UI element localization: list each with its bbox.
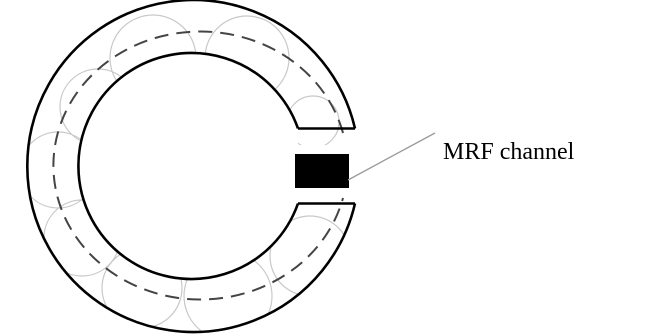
winding-loop <box>43 199 121 277</box>
winding-loop <box>183 251 273 332</box>
inner-ring-outline <box>77 51 300 281</box>
winding-loop <box>204 15 290 101</box>
winding-loop <box>109 14 197 102</box>
outer-ring-outline <box>26 0 357 334</box>
leader-line <box>347 132 436 181</box>
dashed-centerline <box>52 30 344 301</box>
winding-loop <box>101 247 183 329</box>
mrf-channel-block <box>295 154 349 188</box>
mrf-channel-label: MRF channel <box>443 139 575 165</box>
winding-loop <box>59 68 137 146</box>
